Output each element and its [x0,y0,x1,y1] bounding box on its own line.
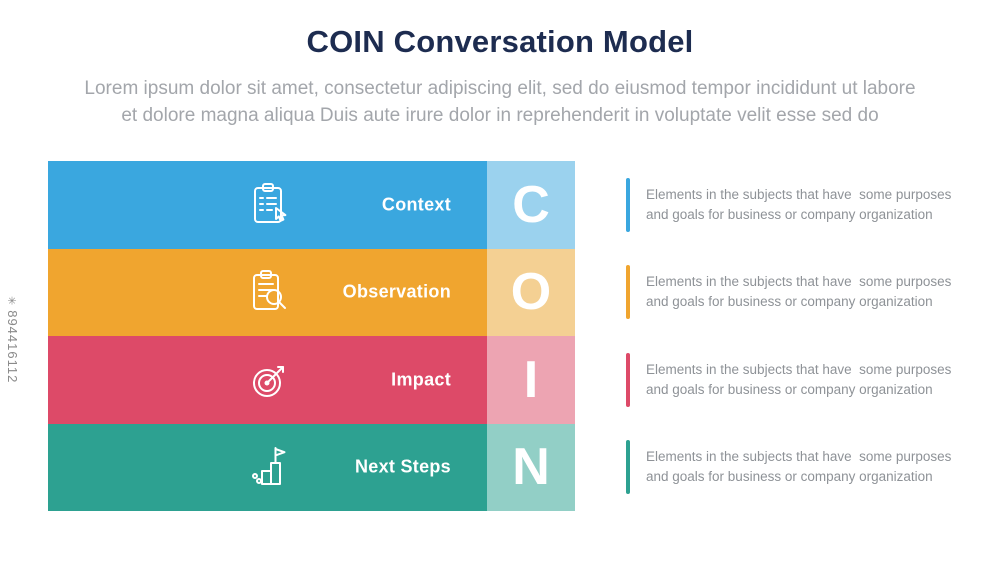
intro-text: Lorem ipsum dolor sit amet, consectetur … [70,76,930,130]
description-column: Elements in the subjects that have some … [626,161,966,511]
desc-text-next-steps: Elements in the subjects that have some … [646,447,951,488]
accent-line-impact [626,352,630,407]
letter-block-o: O [487,248,575,336]
desc-observation-line-1: Elements in the subjects that have some … [646,274,952,289]
desc-text-impact: Elements in the subjects that have some … [646,360,951,401]
clipboard-magnifier-icon [246,268,294,316]
bar-label-context: Context [381,194,451,215]
letter-block-c: C [487,161,575,249]
bar-label-impact: Impact [391,369,451,390]
letter-block-n: N [487,423,575,511]
intro-line-2: et dolore magna aliqua Duis aute irure d… [121,104,879,126]
desc-next-steps: Elements in the subjects that have some … [626,424,966,512]
stock-id-watermark: ✳ 894416112 [5,296,20,383]
intro-line-1: Lorem ipsum dolor sit amet, consectetur … [84,78,916,99]
accent-line-context [626,177,630,232]
letter-c: C [512,175,550,234]
letter-n: N [512,438,550,497]
bar-label-next-steps: Next Steps [354,456,451,477]
desc-context-line-1: Elements in the subjects that have some … [646,186,952,202]
bar-observation: Observation O [48,248,575,336]
desc-context-line-2: and goals for business or company organi… [646,206,933,222]
desc-observation-line-2: and goals for business or company organi… [646,294,933,310]
desc-text-context: Elements in the subjects that have some … [646,185,951,226]
desc-observation: Elements in the subjects that have some … [626,249,966,337]
bar-context: Context C [48,161,575,249]
watermark-id-text: 894416112 [5,310,20,384]
desc-impact-line-2: and goals for business or company organi… [646,381,933,397]
desc-context: Elements in the subjects that have some … [626,161,966,249]
podium-flag-icon [246,443,294,491]
accent-line-observation [626,265,630,320]
desc-impact: Elements in the subjects that have some … [626,336,966,424]
desc-next-steps-line-2: and goals for business or company organi… [646,469,933,485]
letter-block-i: I [487,336,575,424]
watermark-star-icon: ✳ [5,296,17,307]
coin-bars: Context C Observation O [48,161,575,511]
bar-label-observation: Observation [342,281,451,302]
bar-next-steps: Next Steps N [48,423,575,511]
page-title: COIN Conversation Model [306,24,694,59]
target-arrow-icon [246,356,294,404]
accent-line-next-steps [626,440,630,495]
bar-impact: Impact I [48,336,575,424]
letter-i: I [523,350,539,409]
letter-o: O [510,263,552,322]
desc-text-observation: Elements in the subjects that have some … [646,272,951,313]
desc-next-steps-line-1: Elements in the subjects that have some … [646,449,952,464]
clipboard-checklist-icon [246,181,294,229]
desc-impact-line-1: Elements in the subjects that have some … [646,361,952,377]
